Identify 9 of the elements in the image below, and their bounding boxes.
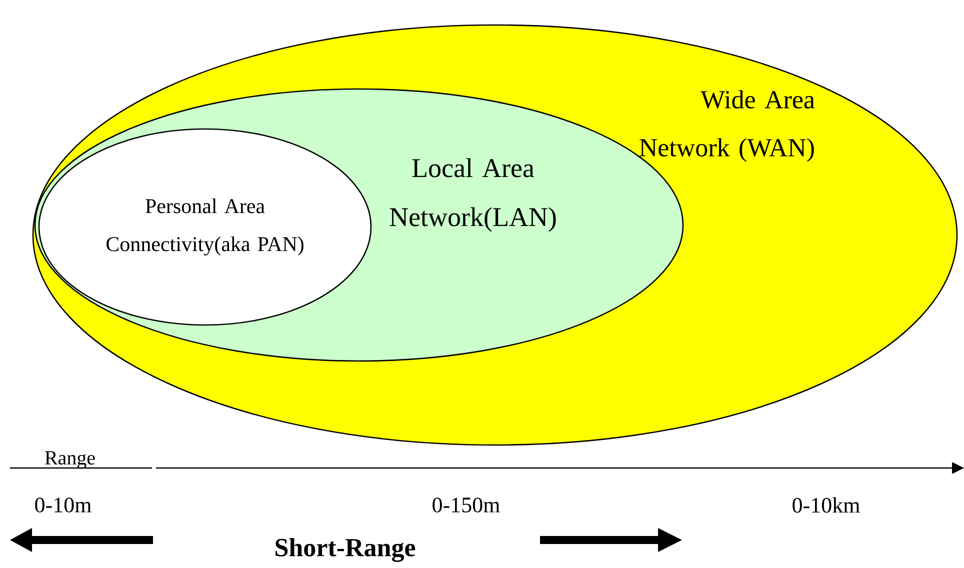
range-label: 0-10m	[35, 498, 92, 512]
range-label: 0-150m	[432, 498, 500, 512]
area-label: Local Area Network(LAN)	[390, 158, 556, 232]
range-label: Range	[45, 451, 95, 469]
area-ellipse	[38, 128, 372, 326]
range-label: Short-Range	[276, 538, 416, 562]
area-label: Personal Area Connectivity(aka PAN)	[106, 198, 304, 256]
range-label: 0-10km	[792, 497, 860, 513]
area-label: Wide Area Network (WAN)	[640, 90, 815, 162]
